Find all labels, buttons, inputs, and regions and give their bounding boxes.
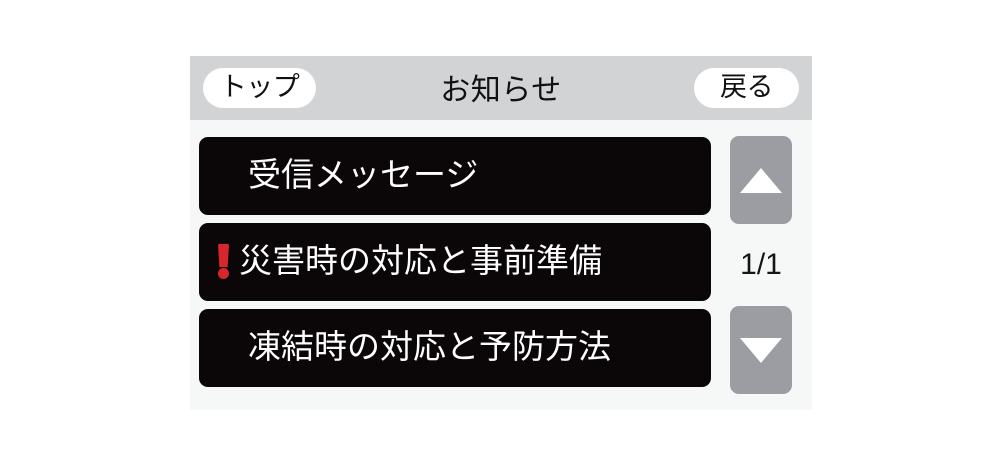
notice-list-item-received-messages[interactable]: 受信メッセージ xyxy=(199,137,711,215)
header-bar: お知らせ トップ 戻る xyxy=(190,56,812,120)
back-button[interactable]: 戻る xyxy=(694,68,799,108)
top-button[interactable]: トップ xyxy=(203,68,316,108)
notice-item-label: 受信メッセージ xyxy=(248,156,479,193)
exclamation-mark-icon xyxy=(213,242,235,282)
triangle-up-icon xyxy=(740,167,782,193)
page-indicator: 1/1 xyxy=(740,248,782,281)
notice-item-label: 災害時の対応と事前準備 xyxy=(239,242,602,279)
notification-screen-panel: お知らせ トップ 戻る 受信メッセージ 災害時の対応と事前準備 凍結時の対応と予… xyxy=(190,56,812,410)
triangle-down-icon xyxy=(740,337,782,363)
notice-item-label: 凍結時の対応と予防方法 xyxy=(248,328,611,365)
content-area: 受信メッセージ 災害時の対応と事前準備 凍結時の対応と予防方法 1/1 xyxy=(190,120,812,410)
pager-column: 1/1 xyxy=(730,136,792,394)
notice-list: 受信メッセージ 災害時の対応と事前準備 凍結時の対応と予防方法 xyxy=(199,137,711,387)
scroll-down-button[interactable] xyxy=(730,306,792,394)
notice-list-item-disaster-preparation[interactable]: 災害時の対応と事前準備 xyxy=(199,223,711,301)
scroll-up-button[interactable] xyxy=(730,136,792,224)
notice-list-item-freeze-prevention[interactable]: 凍結時の対応と予防方法 xyxy=(199,309,711,387)
